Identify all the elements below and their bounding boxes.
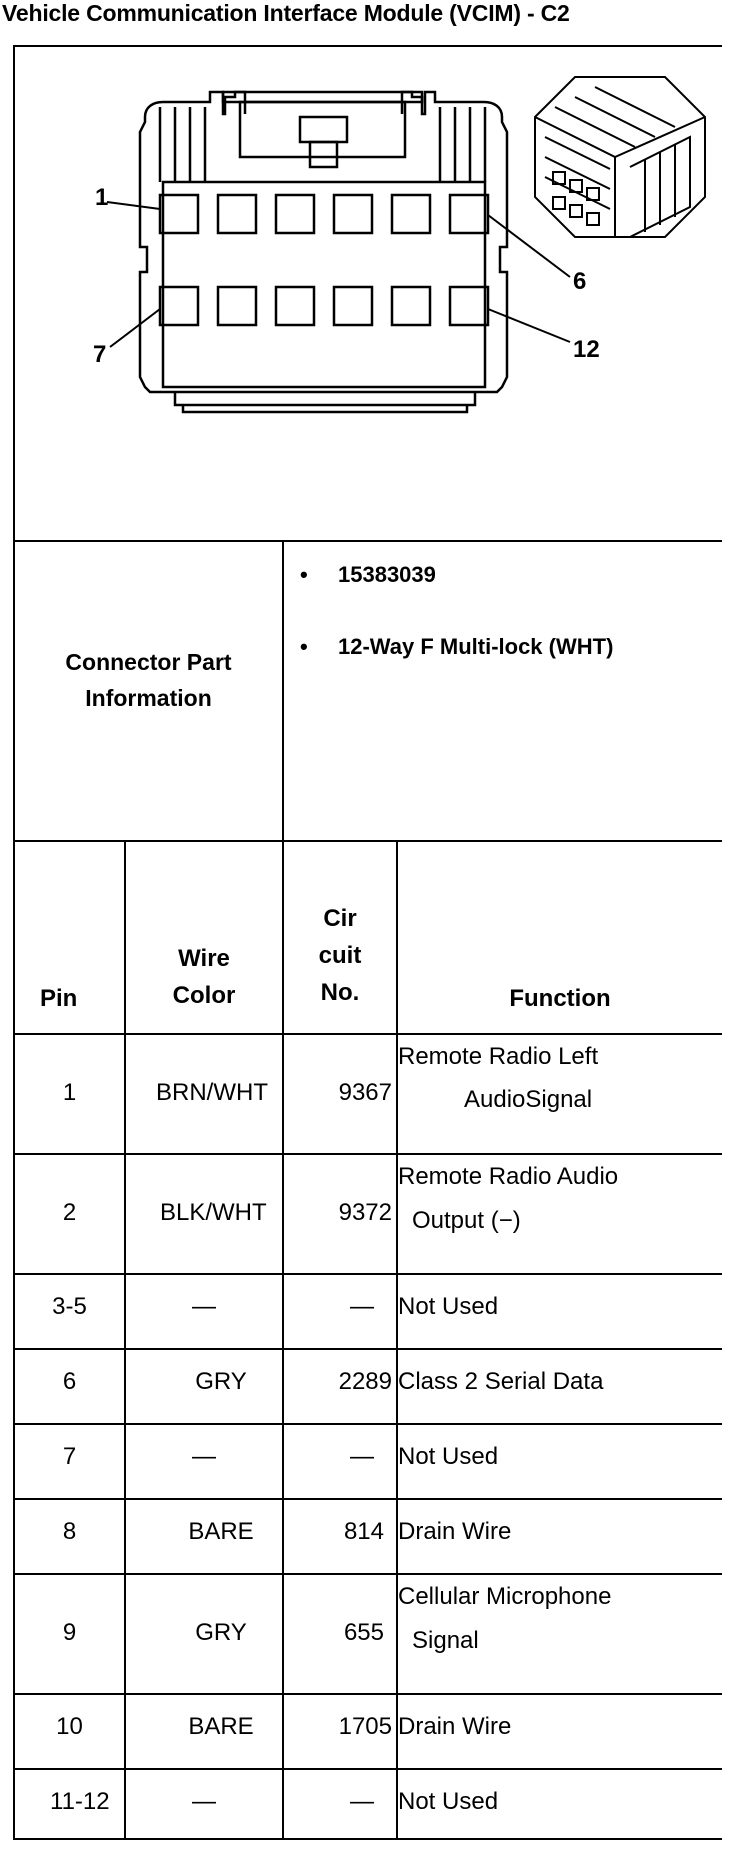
connector-item-2: • 12-Way F Multi-lock (WHT) [300,630,630,664]
divider-row-7 [13,1693,722,1695]
row-6-function: Drain Wire [398,1518,512,1545]
row-6-color: BARE [188,1518,254,1545]
row-1-color: BRN/WHT [156,1079,268,1106]
connector-item-1: • 15383039 [300,558,436,592]
divider-row-8 [13,1768,722,1770]
row-4-pin: 6 [62,1368,77,1395]
divider-row-6 [13,1573,722,1575]
bullet-icon: • [300,562,308,587]
row-7-circuit: 655 [343,1619,384,1646]
row-7-function-line1: Cellular Microphone [398,1583,612,1610]
header-function: Function [509,985,611,1012]
divider-row-3 [13,1348,722,1350]
divider-row-1 [13,1153,722,1155]
row-3-pin: 3-5 [52,1293,87,1320]
row-9-function: Not Used [398,1788,499,1815]
connector-info-label-line2: Information [85,684,212,711]
divider-header [13,1033,722,1035]
row-9-color: — [192,1788,216,1815]
pin-label-1: 1 [95,184,108,211]
row-1-function-line2: AudioSignal [464,1086,593,1113]
row-4-color: GRY [195,1368,247,1395]
column-divider-color [282,840,284,1840]
row-8-pin: 10 [56,1713,83,1740]
row-5-pin: 7 [62,1443,77,1470]
row-7-color: GRY [195,1619,247,1646]
header-pin: Pin [40,985,78,1012]
divider-row-5 [13,1498,722,1500]
connector-type: 12-Way F Multi-lock (WHT) [338,634,614,659]
pin-label-7: 7 [93,341,106,368]
row-6-pin: 8 [62,1518,77,1545]
row-8-circuit: 1705 [338,1713,392,1740]
column-divider-circuit [396,840,398,1840]
row-6-circuit: 814 [343,1518,384,1545]
row-7-pin: 9 [62,1619,77,1646]
connector-info-label: Connector Part Information [15,645,282,716]
row-9-pin: 11-12 [50,1788,110,1815]
divider-diagram [13,540,722,542]
row-5-function: Not Used [398,1443,499,1470]
row-3-color: — [192,1293,216,1320]
row-7-function-line2: Signal [412,1627,479,1654]
connector-info-label-line1: Connector Part [65,649,232,675]
document-frame [13,45,722,1840]
row-1-function-line1: Remote Radio Left [398,1043,599,1070]
divider-row-2 [13,1273,722,1275]
page-title: Vehicle Communication Interface Module (… [2,0,570,26]
pin-label-12: 12 [573,336,600,363]
divider-row-4 [13,1423,722,1425]
row-2-circuit: 9372 [338,1199,392,1226]
bullet-icon: • [300,634,308,659]
row-2-color: BLK/WHT [160,1199,267,1226]
header-wire-color: Wire Color [172,945,236,1010]
part-number: 15383039 [338,562,436,587]
row-4-function: Class 2 Serial Data [398,1368,604,1395]
row-2-function-line2: Output (−) [412,1207,521,1234]
row-4-circuit: 2289 [338,1368,392,1395]
row-8-function: Drain Wire [398,1713,512,1740]
row-5-circuit: — [350,1443,374,1470]
row-9-circuit: — [350,1788,374,1815]
connector-diagram: 1 6 7 12 [93,76,706,414]
row-1-pin: 1 [62,1079,77,1106]
row-2-function-line1: Remote Radio Audio [398,1163,619,1190]
row-5-color: — [192,1443,216,1470]
row-3-function: Not Used [398,1293,499,1320]
row-8-color: BARE [188,1713,254,1740]
row-1-circuit: 9367 [338,1079,392,1106]
column-divider-pin [124,840,126,1840]
header-circuit: Cir cuit No. [318,905,362,1007]
divider-connector-info [13,840,722,842]
connector-info-divider [282,540,284,840]
row-2-pin: 2 [62,1199,77,1226]
pin-label-6: 6 [573,268,586,295]
row-3-circuit: — [350,1293,374,1320]
